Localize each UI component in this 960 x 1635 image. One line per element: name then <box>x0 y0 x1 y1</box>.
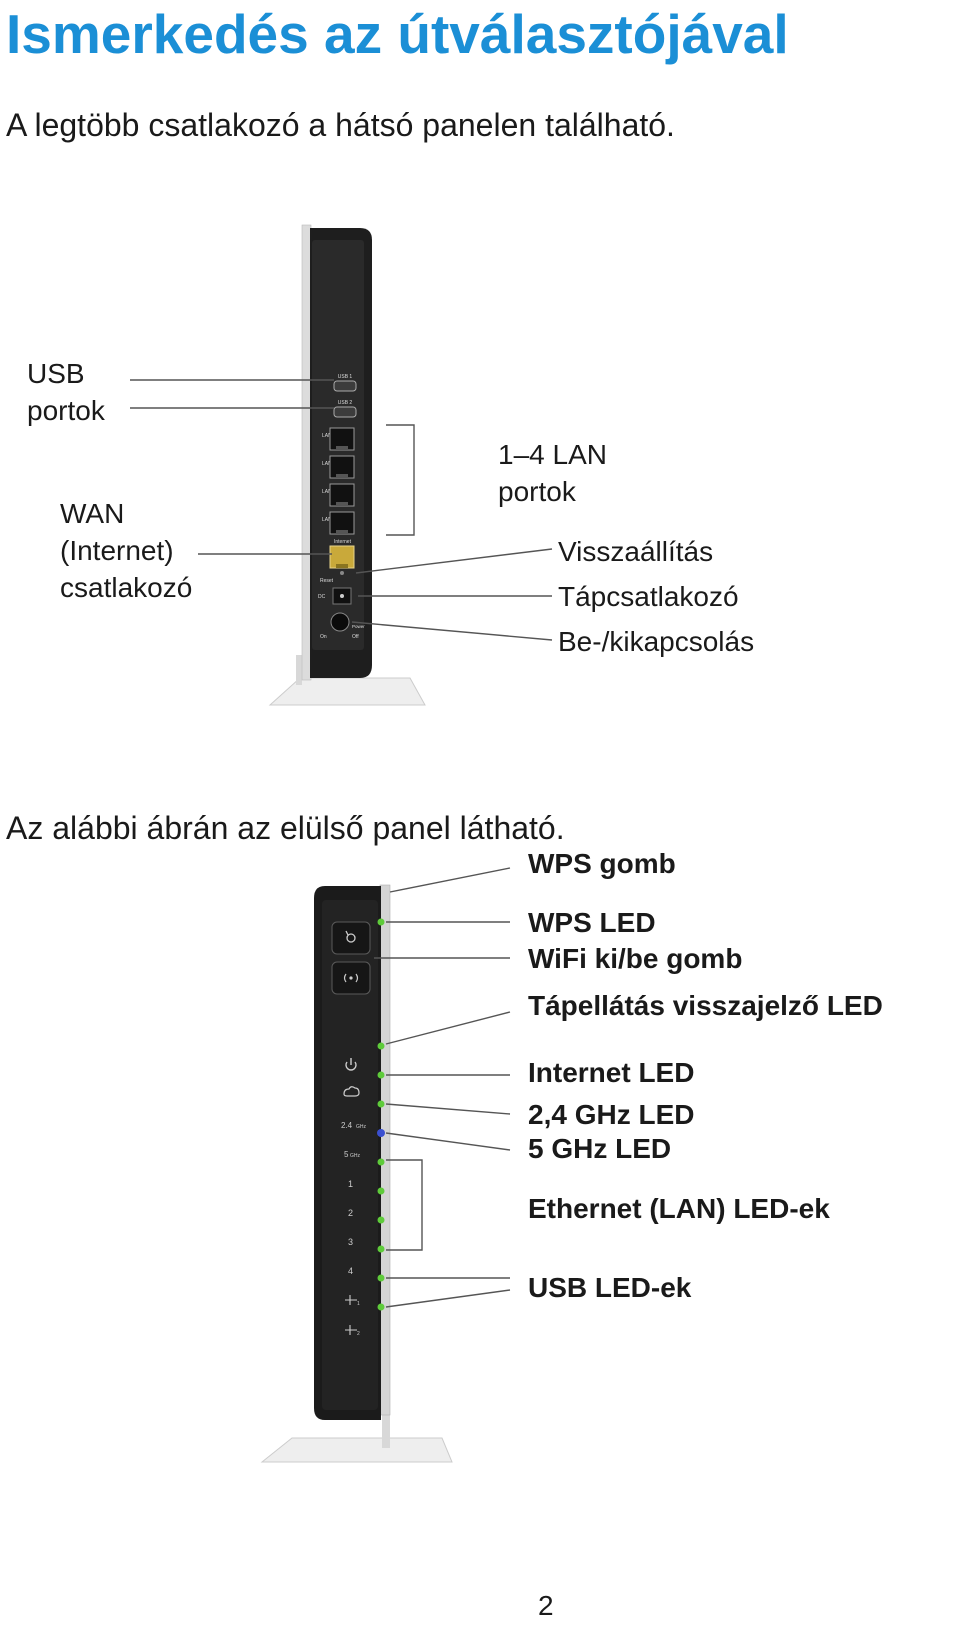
svg-text:Reset: Reset <box>320 578 334 584</box>
lan-ports: LAN 1 LAN 2 LAN 3 LAN 4 <box>322 427 355 535</box>
callout-usb-leds: USB LED-ek <box>528 1272 692 1303</box>
lan4-led <box>377 1245 385 1253</box>
svg-text:USB 2: USB 2 <box>338 400 353 406</box>
front-stand <box>260 1412 453 1463</box>
page-number: 2 <box>538 1590 554 1621</box>
usb-port-2: USB 2 <box>333 400 357 418</box>
ghz24-led <box>377 1100 385 1108</box>
callout-wan-line1: WAN <box>60 498 124 529</box>
front-callout-labels: WPS gomb WPS LED WiFi ki/be gomb Tápellá… <box>528 848 883 1303</box>
callout-usb-line1: USB <box>27 358 85 389</box>
label-lan2: 2 <box>348 1208 353 1218</box>
back-callout-labels: USB portok WAN (Internet) csatlakozó 1–4… <box>27 358 754 657</box>
power-icon <box>345 1058 357 1071</box>
power-switch: Power On Off <box>320 612 365 640</box>
callout-24ghz-led: 2,4 GHz LED <box>528 1099 694 1130</box>
callout-power-switch: Be-/kikapcsolás <box>558 626 754 657</box>
front-callout-lines <box>374 867 511 1308</box>
svg-text:Off: Off <box>352 634 359 640</box>
label-5ghz-unit: GHz <box>350 1153 361 1159</box>
callout-lan-line1: 1–4 LAN <box>498 439 607 470</box>
back-panel-figure: USB 1 USB 2 LAN 1 LAN 2 LAN 3 LAN 4 Inte… <box>27 224 754 706</box>
label-24ghz-unit: GHz <box>356 1124 367 1130</box>
ghz5-led <box>377 1129 385 1137</box>
front-leds <box>377 918 385 1311</box>
wifi-icon <box>343 973 359 983</box>
lan2-led <box>377 1187 385 1195</box>
callout-5ghz-led: 5 GHz LED <box>528 1133 671 1164</box>
callout-reset: Visszaállítás <box>558 536 713 567</box>
dc-jack: DC <box>318 587 352 605</box>
internet-led <box>377 1071 385 1079</box>
usb-port-1: USB 1 <box>333 374 357 392</box>
callout-power-led: Tápellátás visszajelző LED <box>528 990 883 1021</box>
callout-wps-led: WPS LED <box>528 907 656 938</box>
callout-wan-line3: csatlakozó <box>60 572 192 603</box>
wifi-button <box>331 961 371 995</box>
front-intro-text: Az alábbi ábrán az elülső panel látható. <box>6 810 565 846</box>
callout-lan-line2: portok <box>498 476 577 507</box>
usb1-led <box>377 1274 385 1282</box>
label-lan4: 4 <box>348 1266 353 1276</box>
svg-text:USB 1: USB 1 <box>338 374 353 380</box>
label-lan3: 3 <box>348 1237 353 1247</box>
svg-text:Internet: Internet <box>334 539 352 545</box>
svg-text:On: On <box>320 634 327 640</box>
svg-text:LAN 3: LAN 3 <box>322 489 336 495</box>
svg-text:LAN 1: LAN 1 <box>322 433 336 439</box>
svg-text:Power: Power <box>352 624 365 629</box>
callout-ethernet-leds: Ethernet (LAN) LED-ek <box>528 1193 830 1224</box>
label-24ghz: 2.4 <box>341 1121 353 1130</box>
callout-internet-led: Internet LED <box>528 1057 694 1088</box>
power-led <box>377 1042 385 1050</box>
reset-hole: Reset <box>320 571 344 584</box>
intro-text: A legtöbb csatlakozó a hátsó panelen tal… <box>6 107 675 143</box>
lan3-led <box>377 1216 385 1224</box>
svg-text:DC: DC <box>318 594 326 600</box>
front-device-body <box>314 886 381 1420</box>
lan1-led <box>377 1158 385 1166</box>
callout-wps-button: WPS gomb <box>528 848 676 879</box>
svg-text:LAN 2: LAN 2 <box>322 461 336 467</box>
label-lan1: 1 <box>348 1179 353 1189</box>
page-title: Ismerkedés az útválasztójával <box>6 3 789 65</box>
callout-power-connector: Tápcsatlakozó <box>558 581 739 612</box>
usb2-led <box>377 1303 385 1311</box>
usb-icon <box>345 1295 357 1335</box>
wps-button <box>331 921 371 955</box>
internet-port: Internet <box>329 539 355 569</box>
front-device-labels: 2.4 GHz 5 GHz 1 2 3 4 1 2 <box>341 1121 367 1337</box>
callout-usb-line2: portok <box>27 395 106 426</box>
back-callout-lines <box>130 379 553 641</box>
internet-cloud-icon <box>343 1086 360 1097</box>
label-usb1: 1 <box>357 1301 360 1307</box>
callout-wan-line2: (Internet) <box>60 535 174 566</box>
wps-icon <box>345 930 356 943</box>
callout-wifi-button: WiFi ki/be gomb <box>528 943 742 974</box>
label-5ghz: 5 <box>344 1150 349 1159</box>
back-stand <box>268 655 426 706</box>
label-usb2: 2 <box>357 1331 360 1337</box>
wps-led <box>377 918 385 926</box>
svg-text:LAN 4: LAN 4 <box>322 517 336 523</box>
